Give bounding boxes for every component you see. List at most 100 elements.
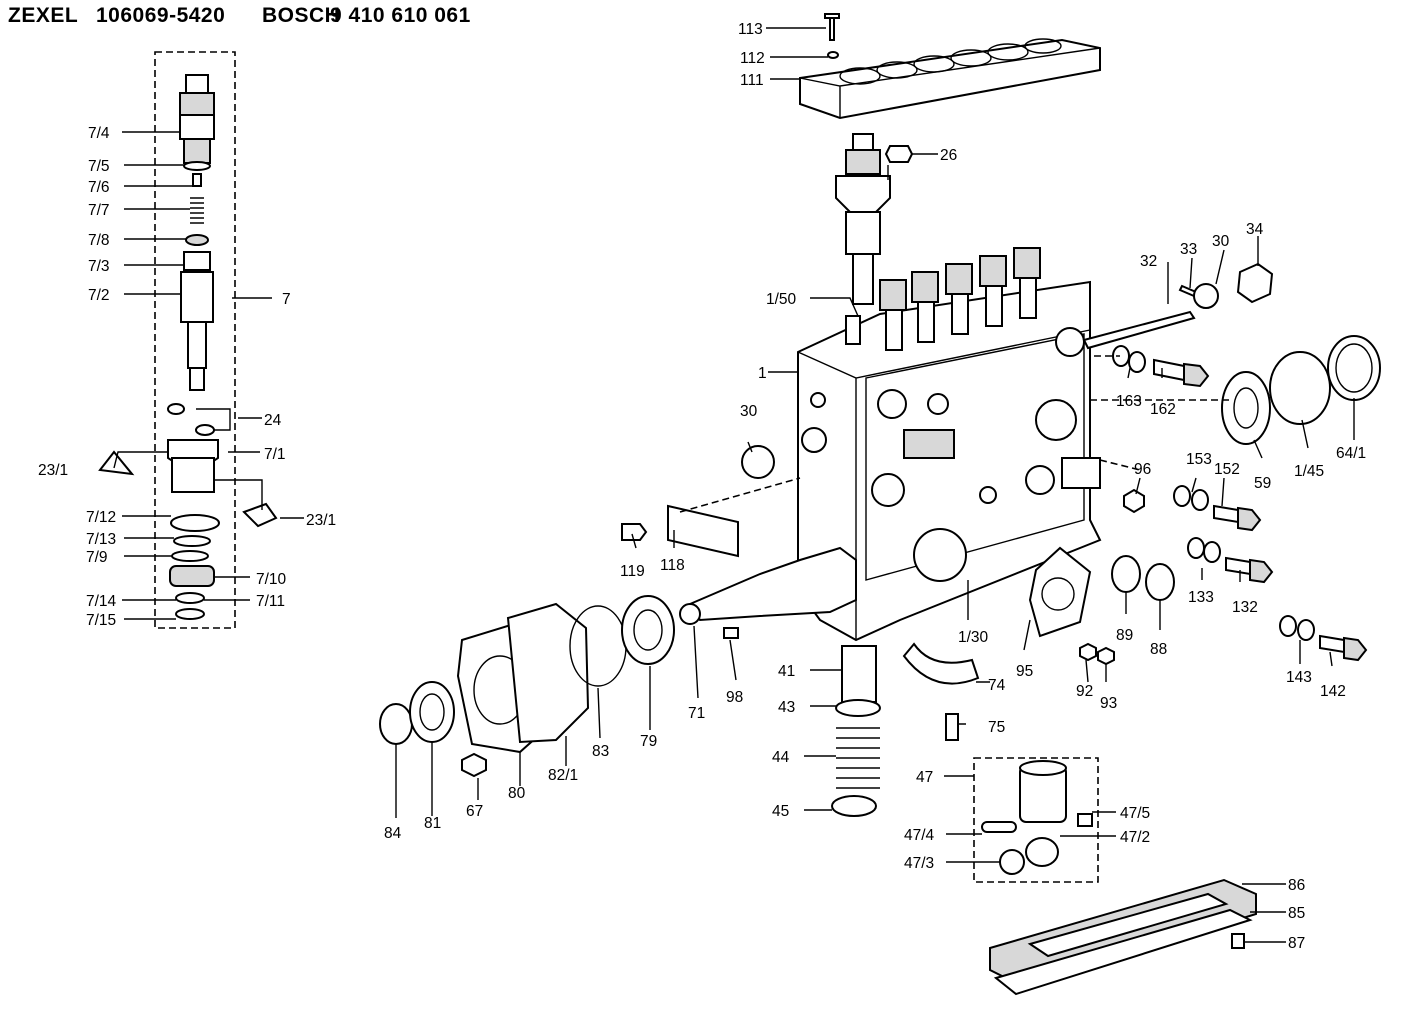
pin-47-4-part [981, 821, 1017, 833]
callout-7-12: 7/12 [86, 509, 116, 526]
header-bosch: BOSCH [262, 4, 341, 27]
ring-24a-part [167, 403, 185, 415]
holder-thread-part [183, 138, 211, 164]
assembly-47-group [944, 757, 1116, 883]
callout-163: 163 [1116, 393, 1142, 410]
seal-64-1-inner [1335, 343, 1373, 393]
bore-b [927, 393, 949, 415]
bolt-142-head [1343, 636, 1368, 662]
holder-b [911, 271, 939, 303]
roller-47-2-part [1025, 837, 1059, 867]
seal-81-part [409, 681, 455, 743]
holder-body-part [179, 114, 215, 140]
cover-hole-5 [987, 43, 1029, 61]
plug-88-part [1145, 563, 1175, 601]
nut-92-part [1079, 642, 1097, 662]
bearing-59-outer [1221, 371, 1271, 445]
plate-95-hole [1041, 577, 1075, 611]
callout-119: 119 [620, 563, 645, 580]
cap-30-part [1193, 283, 1219, 310]
callout-7-5: 7/5 [88, 158, 110, 175]
bolt-142-shank [1319, 634, 1345, 654]
window-part [903, 429, 955, 459]
leader-26 [887, 153, 938, 180]
callout-32: 32 [1140, 253, 1157, 270]
holder-exp-flange [835, 175, 891, 213]
callout-1: 1 [758, 365, 767, 382]
seal-81-inner [419, 693, 445, 731]
gasket-82-1-part [506, 602, 590, 744]
cover-hole-4 [950, 49, 992, 67]
holder-hex-part [179, 92, 215, 116]
leaders-flange [395, 666, 651, 818]
callout-83: 83 [592, 743, 609, 760]
callout-75: 75 [988, 719, 1005, 736]
holder-exp-top [852, 133, 874, 151]
callout-153: 153 [1186, 451, 1212, 468]
callout-7-7: 7/7 [88, 202, 110, 219]
callout-7-3: 7/3 [88, 258, 110, 275]
bolt-162-head [1183, 362, 1210, 388]
cover-85-part [993, 908, 1253, 996]
screw-96-part [1123, 488, 1145, 514]
callout-82-1: 82/1 [548, 767, 578, 784]
callout-80: 80 [508, 785, 526, 802]
bore-a [877, 389, 907, 419]
callout-47-3: 47/3 [904, 855, 934, 872]
callout-93: 93 [1100, 695, 1117, 712]
ring-7-9-part [171, 550, 209, 562]
washer-133a [1187, 537, 1205, 559]
callout-132: 132 [1232, 599, 1258, 616]
callout-7-10: 7/10 [256, 571, 287, 588]
hole-3 [979, 486, 997, 504]
callout-113: 113 [738, 21, 763, 38]
callout-143: 143 [1286, 669, 1312, 686]
callout-7-14: 7/14 [86, 593, 117, 610]
callout-7-1: 7/1 [264, 446, 286, 463]
seat-45-part [831, 795, 877, 817]
holder-a-body [885, 309, 903, 351]
callout-98: 98 [726, 689, 743, 706]
housing-holders [845, 247, 1041, 351]
leaders-47 [944, 775, 1116, 863]
nut-26-part [884, 145, 914, 163]
ring-7-13-part [173, 535, 211, 547]
callout-162: 162 [1150, 401, 1176, 418]
callout-88: 88 [1150, 641, 1167, 658]
callout-23-1a: 23/1 [38, 462, 68, 479]
callout-33: 33 [1180, 241, 1197, 258]
bolt-132-head [1249, 558, 1274, 584]
callout-26: 26 [940, 147, 957, 164]
bore-g [913, 528, 967, 582]
header-zexel: ZEXEL [8, 4, 79, 27]
holder-exp-stem [852, 253, 874, 305]
washer-163b [1128, 351, 1146, 373]
holder-a [879, 279, 907, 311]
holder-d-body [985, 285, 1003, 327]
callout-89: 89 [1116, 627, 1133, 644]
washer-153b [1191, 489, 1209, 511]
holder-exp-hex [845, 149, 881, 175]
lug-part [1061, 457, 1101, 489]
washer-153a [1173, 485, 1191, 507]
valve-7-6-part [192, 173, 202, 187]
nut-93-part [1097, 646, 1115, 666]
callout-23-1b: 23/1 [306, 512, 336, 529]
callout-7-6: 7/6 [88, 179, 110, 196]
hole-2 [801, 427, 827, 453]
header-bosch-code: 9 410 610 061 [330, 4, 471, 27]
plunger-foot-part [189, 367, 205, 391]
bolt-132-shank [1225, 556, 1251, 576]
screw-75-part [945, 713, 959, 741]
callout-84: 84 [384, 825, 402, 842]
callout-1-50: 1/50 [766, 291, 797, 308]
callout-47: 47 [916, 769, 933, 786]
cover-111-group [766, 13, 1101, 120]
bore-d [1055, 327, 1085, 357]
bore-e [1035, 399, 1077, 441]
screw-113-part [824, 13, 840, 41]
camshaft-71-part [688, 546, 857, 622]
callout-7-4: 7/4 [88, 125, 110, 142]
pump-housing-group [621, 133, 1381, 817]
bearing-79-inner [633, 609, 663, 651]
